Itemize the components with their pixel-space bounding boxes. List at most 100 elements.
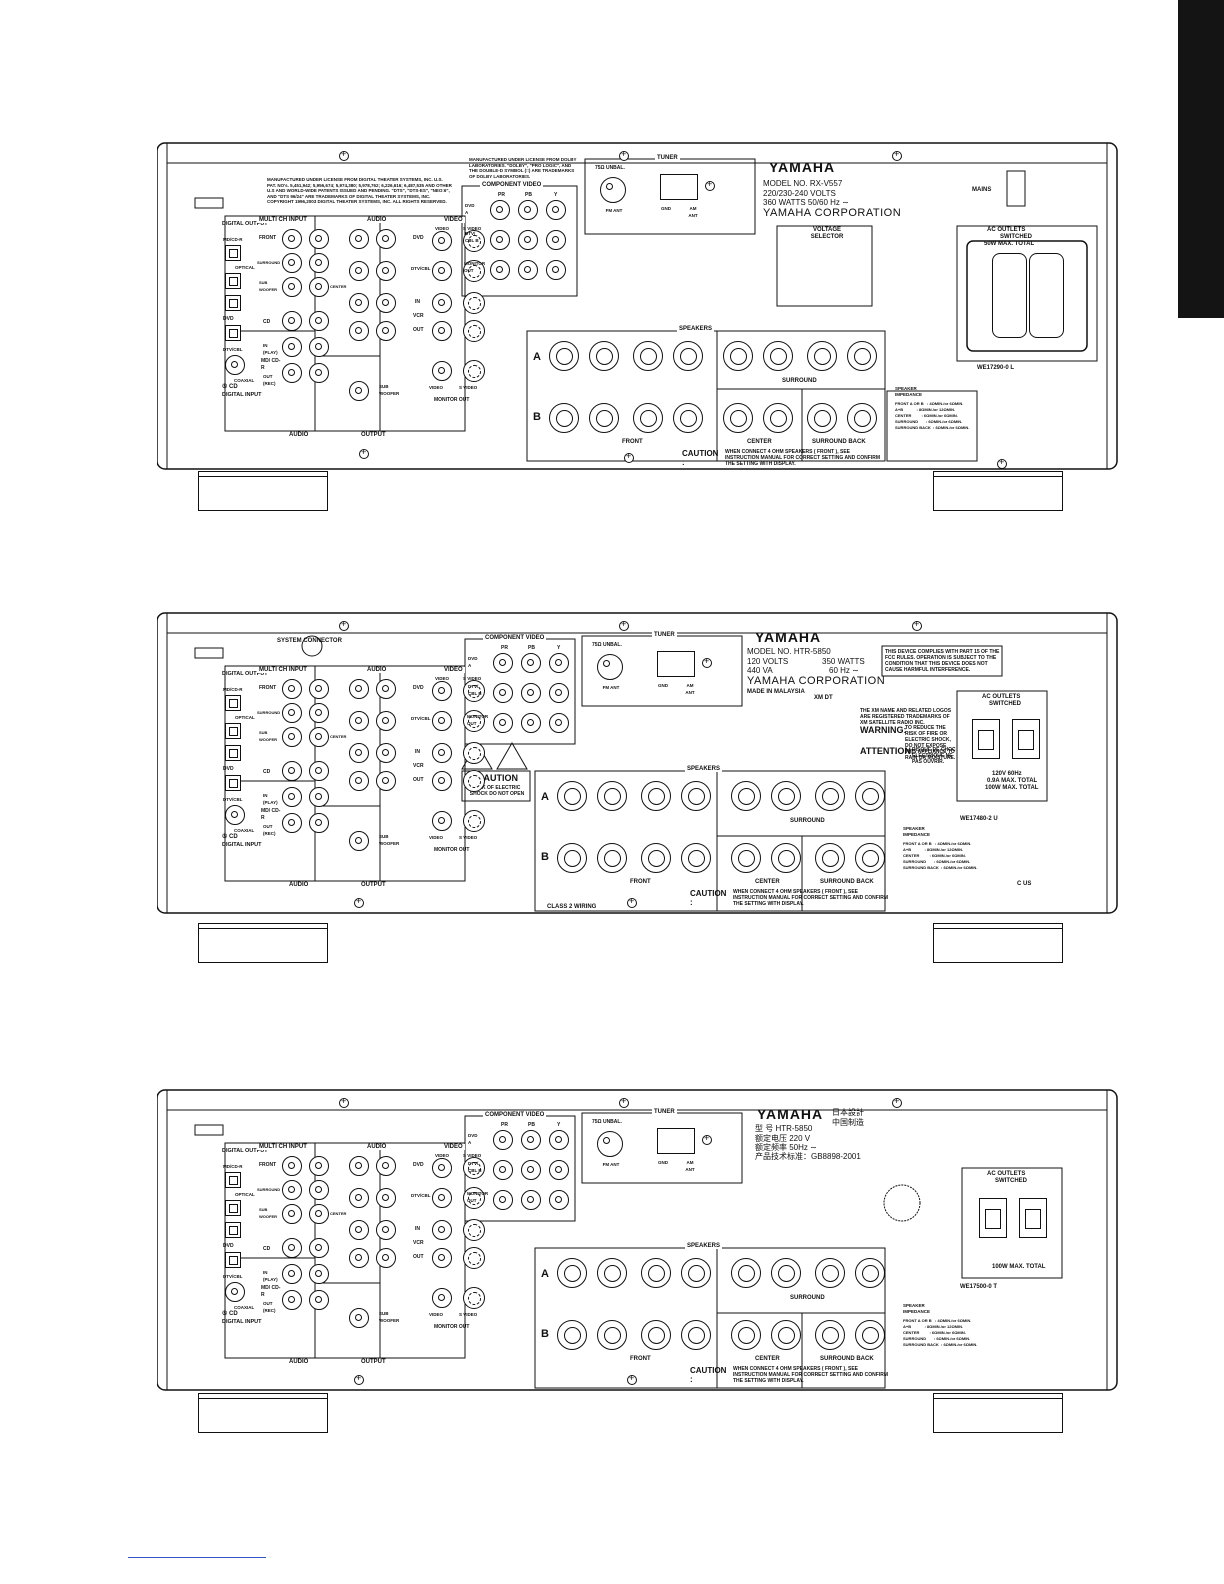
spk-b-front-r-pos[interactable] [557, 1320, 587, 1350]
spk-b-front-l-pos[interactable] [641, 843, 671, 873]
comp-dvd-pb[interactable] [518, 200, 538, 220]
cd-r-jack[interactable] [282, 1238, 302, 1258]
multi-ch-subwoofer[interactable] [282, 727, 302, 747]
fm-antenna-jack[interactable] [600, 177, 626, 203]
spk-b-front-r-pos[interactable] [549, 403, 579, 433]
vcr-out-audio-l[interactable] [376, 1248, 396, 1268]
dvd-audio-l[interactable] [376, 679, 396, 699]
spk-surround-l-pos[interactable] [807, 341, 837, 371]
spk-surround-l-neg[interactable] [847, 341, 877, 371]
monitor-svideo-jack[interactable] [463, 360, 485, 382]
spk-a-front-l-neg[interactable] [681, 1258, 711, 1288]
coaxial-in-jack[interactable] [225, 355, 245, 375]
multi-ch-front-l[interactable] [309, 1156, 329, 1176]
comp-dtv-pr[interactable] [493, 683, 513, 703]
vcr-out-audio-r[interactable] [349, 1248, 369, 1268]
spk-a-front-r-pos[interactable] [557, 1258, 587, 1288]
monitor-video-jack[interactable] [432, 811, 452, 831]
dvd-audio-r[interactable] [349, 1156, 369, 1176]
dtv-audio-l[interactable] [376, 711, 396, 731]
spk-sb-neg[interactable] [855, 843, 885, 873]
multi-ch-front-l[interactable] [309, 229, 329, 249]
ac-outlet-2[interactable] [1012, 719, 1040, 759]
spk-sb-pos[interactable] [807, 403, 837, 433]
multi-ch-front-r[interactable] [282, 229, 302, 249]
optical-in-1[interactable] [225, 1200, 241, 1216]
monitor-svideo-jack[interactable] [463, 810, 485, 832]
dvd-video-jack[interactable] [432, 681, 452, 701]
comp-dvd-y[interactable] [549, 653, 569, 673]
vcr-in-svideo-jack[interactable] [463, 742, 485, 764]
optical-in-2[interactable] [225, 1222, 241, 1238]
spk-surround-l-neg[interactable] [855, 1258, 885, 1288]
md-out-r-jack[interactable] [282, 363, 302, 383]
md-out-l-jack[interactable] [309, 1290, 329, 1310]
am-antenna-terminal[interactable] [657, 651, 695, 677]
multi-ch-subwoofer[interactable] [282, 1204, 302, 1224]
comp-dvd-pr[interactable] [493, 1130, 513, 1150]
ac-outlet-1[interactable] [979, 1198, 1007, 1238]
spk-a-front-l-pos[interactable] [633, 341, 663, 371]
spk-sb-neg[interactable] [855, 1320, 885, 1350]
optical-in-2[interactable] [225, 745, 241, 761]
spk-a-front-l-neg[interactable] [673, 341, 703, 371]
comp-dvd-pr[interactable] [493, 653, 513, 673]
fm-antenna-jack[interactable] [597, 1131, 623, 1157]
spk-b-front-r-neg[interactable] [597, 843, 627, 873]
multi-ch-center[interactable] [309, 1204, 329, 1224]
dvd-svideo-jack[interactable] [463, 230, 485, 252]
spk-surround-r-neg[interactable] [763, 341, 793, 371]
vcr-out-video-jack[interactable] [432, 1248, 452, 1268]
cd-r-jack[interactable] [282, 761, 302, 781]
optical-out-jack[interactable] [225, 245, 241, 261]
spk-center-neg[interactable] [771, 1320, 801, 1350]
multi-ch-center[interactable] [309, 277, 329, 297]
optical-in-3[interactable] [225, 325, 241, 341]
dtv-audio-r[interactable] [349, 261, 369, 281]
dvd-audio-r[interactable] [349, 229, 369, 249]
md-out-r-jack[interactable] [282, 813, 302, 833]
comp-mon-pb[interactable] [521, 1190, 541, 1210]
spk-a-front-r-neg[interactable] [597, 781, 627, 811]
dtv-svideo-jack[interactable] [463, 260, 485, 282]
multi-ch-surround-r[interactable] [282, 253, 302, 273]
vcr-out-video-jack[interactable] [432, 771, 452, 791]
cd-l-jack[interactable] [309, 761, 329, 781]
spk-a-front-r-pos[interactable] [557, 781, 587, 811]
spk-surround-r-pos[interactable] [731, 1258, 761, 1288]
spk-b-front-l-pos[interactable] [633, 403, 663, 433]
vcr-in-video-jack[interactable] [432, 743, 452, 763]
optical-out-jack[interactable] [225, 1172, 241, 1188]
dtv-audio-r[interactable] [349, 1188, 369, 1208]
vcr-out-svideo-jack[interactable] [463, 770, 485, 792]
spk-b-front-r-pos[interactable] [557, 843, 587, 873]
vcr-out-video-jack[interactable] [432, 321, 452, 341]
comp-dvd-pb[interactable] [521, 1130, 541, 1150]
spk-b-front-r-neg[interactable] [589, 403, 619, 433]
spk-center-pos[interactable] [731, 1320, 761, 1350]
comp-dtv-pr[interactable] [490, 230, 510, 250]
dtv-video-jack[interactable] [432, 261, 452, 281]
optical-in-1[interactable] [225, 273, 241, 289]
ac-outlet-2[interactable] [1019, 1198, 1047, 1238]
comp-mon-pr[interactable] [490, 260, 510, 280]
monitor-svideo-jack[interactable] [463, 1287, 485, 1309]
vcr-out-audio-l[interactable] [376, 771, 396, 791]
comp-mon-pr[interactable] [493, 713, 513, 733]
dtv-audio-l[interactable] [376, 1188, 396, 1208]
dtv-audio-r[interactable] [349, 711, 369, 731]
comp-dtv-y[interactable] [546, 230, 566, 250]
spk-sb-pos[interactable] [815, 1320, 845, 1350]
spk-a-front-r-pos[interactable] [549, 341, 579, 371]
multi-ch-surround-r[interactable] [282, 1180, 302, 1200]
vcr-out-svideo-jack[interactable] [463, 320, 485, 342]
spk-a-front-l-pos[interactable] [641, 781, 671, 811]
coaxial-in-jack[interactable] [225, 805, 245, 825]
vcr-in-svideo-jack[interactable] [463, 1219, 485, 1241]
dvd-audio-l[interactable] [376, 229, 396, 249]
multi-ch-front-r[interactable] [282, 679, 302, 699]
vcr-in-svideo-jack[interactable] [463, 292, 485, 314]
spk-center-pos[interactable] [731, 843, 761, 873]
dvd-audio-l[interactable] [376, 1156, 396, 1176]
gnd-screw-icon[interactable] [705, 179, 715, 191]
